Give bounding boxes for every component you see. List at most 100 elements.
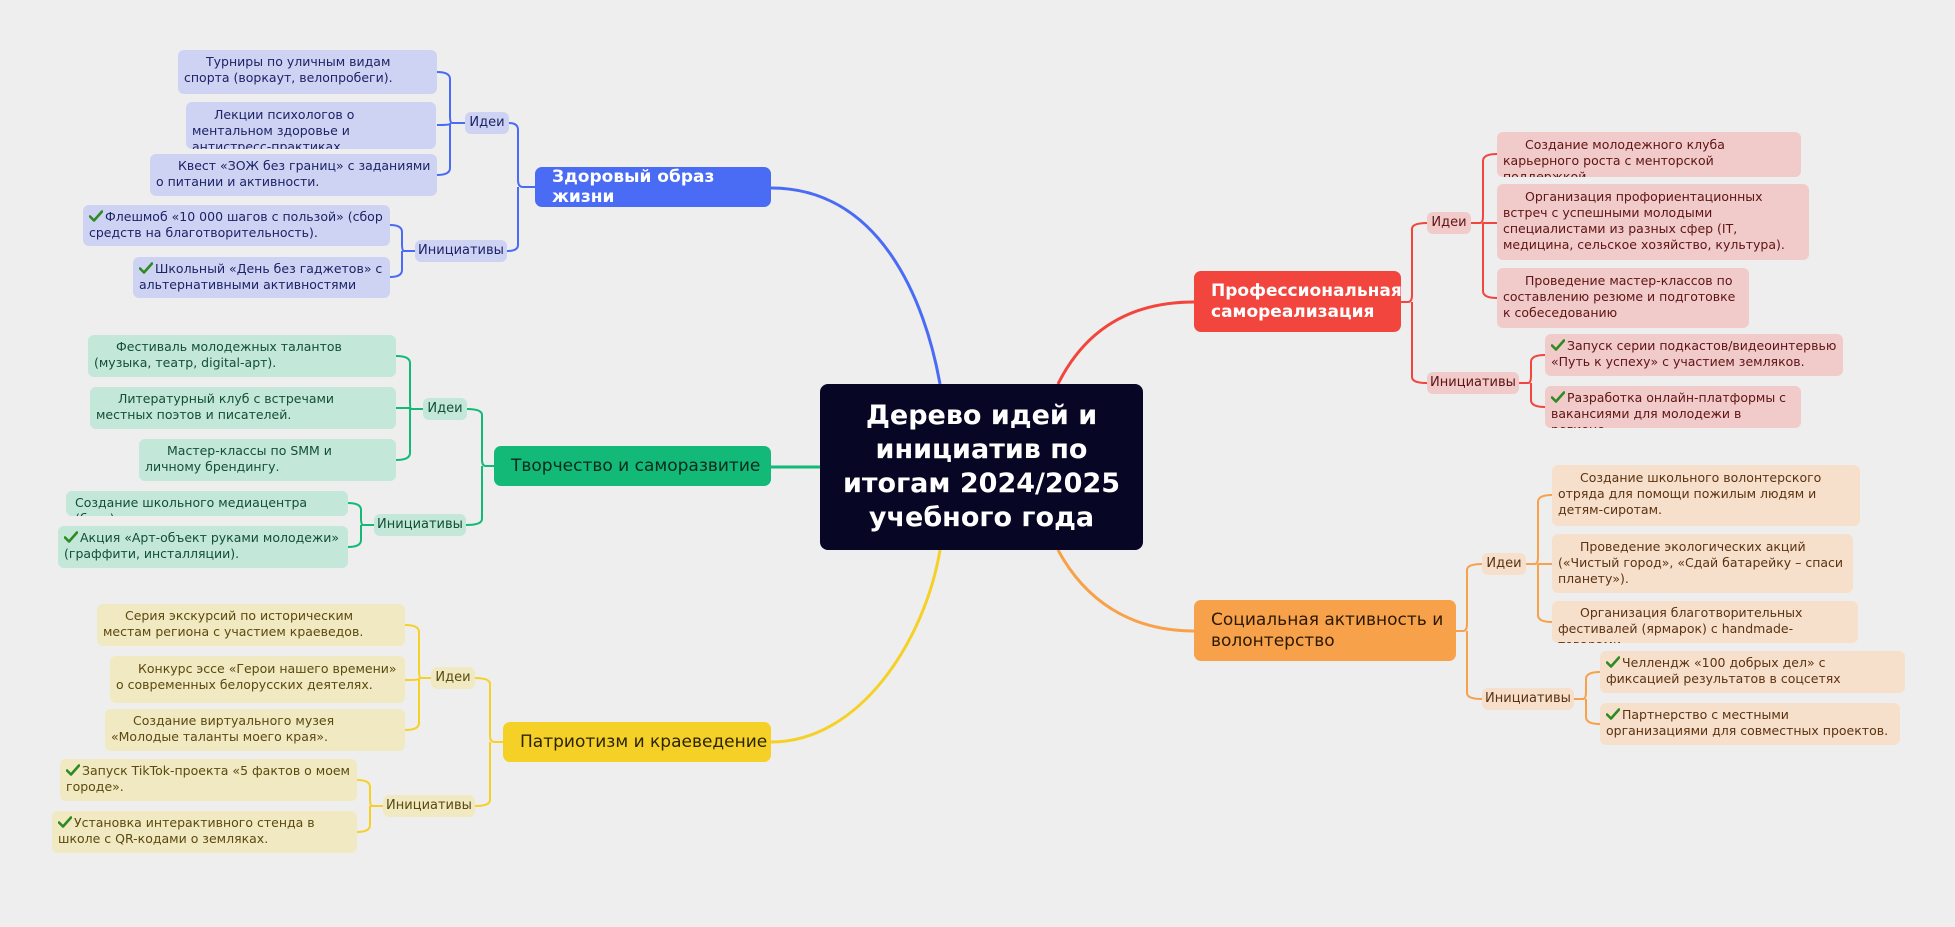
health-initiative-2-text: Школьный «День без гаджетов» с альтернат… xyxy=(139,261,383,292)
branch-creative[interactable]: Творчество и саморазвитие xyxy=(494,446,771,486)
check-icon xyxy=(58,816,72,828)
connector-line xyxy=(474,677,503,743)
health-idea-2-text: Лекции психологов о ментальном здоровье … xyxy=(192,107,355,149)
connector-line xyxy=(1056,549,1195,633)
check-icon xyxy=(139,262,153,274)
creative-initiative-2[interactable]: Акция «Арт-объект руками молодежи» (граф… xyxy=(58,526,348,568)
career-initiatives-chip[interactable]: Инициативы xyxy=(1427,372,1519,394)
branch-health-label: Здоровый образ жизни xyxy=(552,167,715,207)
connector-line xyxy=(356,779,383,807)
career-idea-1[interactable]: Создание молодежного клуба карьерного ро… xyxy=(1497,132,1801,177)
connector-line xyxy=(770,549,942,744)
creative-idea-2[interactable]: Литературный клуб с встречами местных по… xyxy=(90,387,396,429)
health-ideas-chip[interactable]: Идеи xyxy=(465,112,509,134)
check-icon xyxy=(66,764,80,776)
health-idea-2[interactable]: Лекции психологов о ментальном здоровье … xyxy=(186,102,436,149)
patriot-idea-3[interactable]: Создание виртуального музея «Молодые тал… xyxy=(105,709,405,751)
social-initiative-1-text: Челлендж «100 добрых дел» с фиксацией ре… xyxy=(1606,655,1841,686)
connector-line xyxy=(1526,494,1553,565)
social-initiative-2[interactable]: Партнерство с местными организациями для… xyxy=(1600,703,1900,745)
connector-line xyxy=(356,806,371,833)
health-ideas-label: Идеи xyxy=(469,115,505,130)
career-idea-1-text: Создание молодежного клуба карьерного ро… xyxy=(1503,137,1725,177)
social-initiatives-label: Инициативы xyxy=(1485,691,1571,706)
patriot-initiatives-chip[interactable]: Инициативы xyxy=(383,795,475,817)
connector-line xyxy=(1482,223,1498,299)
career-idea-3[interactable]: Проведение мастер-классов по составлению… xyxy=(1497,268,1749,328)
branch-health[interactable]: Здоровый образ жизни xyxy=(535,167,771,207)
patriot-ideas-label: Идеи xyxy=(435,670,471,685)
patriot-idea-2-text: Конкурс эссе «Герои нашего времени» о со… xyxy=(116,661,397,692)
patriot-initiative-1[interactable]: Запуск TikTok-проекта «5 фактов о моем г… xyxy=(60,759,357,801)
connector-line xyxy=(508,122,535,188)
connector-line xyxy=(1574,671,1601,700)
creative-idea-3[interactable]: Мастер-классы по SMM и личному брендингу… xyxy=(139,439,396,481)
career-initiatives-label: Инициативы xyxy=(1430,375,1516,390)
branch-social-label: Социальная активность и волонтерство xyxy=(1211,609,1444,651)
connector-line xyxy=(395,355,423,410)
patriot-initiative-2[interactable]: Установка интерактивного стенда в школе … xyxy=(52,811,357,853)
connector-line xyxy=(465,466,483,526)
patriot-idea-1[interactable]: Серия экскурсий по историческим местам р… xyxy=(97,604,405,646)
connector-line xyxy=(506,187,519,252)
branch-patriot[interactable]: Патриотизм и краеведение xyxy=(503,722,771,762)
connector-line xyxy=(1056,300,1195,385)
connector-line xyxy=(1466,631,1483,700)
health-idea-1[interactable]: Турниры по уличным видам спорта (воркаут… xyxy=(178,50,437,94)
career-initiative-2-text: Разработка онлайн-платформы с вакансиями… xyxy=(1551,390,1787,428)
creative-idea-3-text: Мастер-классы по SMM и личному брендингу… xyxy=(145,443,332,474)
branch-career[interactable]: Профессиональная самореализация xyxy=(1194,271,1402,332)
creative-initiative-1[interactable]: Создание школьного медиацентра (блог) xyxy=(66,491,348,516)
creative-idea-1[interactable]: Фестиваль молодежных талантов (музыка, т… xyxy=(88,335,396,377)
creative-initiatives-chip[interactable]: Инициативы xyxy=(374,514,466,536)
career-ideas-chip[interactable]: Идеи xyxy=(1427,212,1471,234)
connector-line xyxy=(1537,564,1553,623)
connector-line xyxy=(396,407,411,409)
patriot-ideas-chip[interactable]: Идеи xyxy=(431,667,475,689)
connector-line xyxy=(404,678,420,681)
creative-ideas-label: Идеи xyxy=(427,401,463,416)
connector-line xyxy=(389,224,415,252)
career-idea-3-text: Проведение мастер-классов по составлению… xyxy=(1503,273,1736,320)
career-initiative-1[interactable]: Запуск серии подкастов/видеоинтервью «Пу… xyxy=(1545,334,1843,376)
branch-patriot-label: Патриотизм и краеведение xyxy=(520,732,768,752)
connector-line xyxy=(1530,383,1546,408)
health-initiatives-chip[interactable]: Инициативы xyxy=(415,240,507,262)
health-initiative-1[interactable]: Флешмоб «10 000 шагов с пользой» (сбор с… xyxy=(83,205,390,246)
creative-initiatives-label: Инициативы xyxy=(377,517,463,532)
career-initiative-2[interactable]: Разработка онлайн-платформы с вакансиями… xyxy=(1545,386,1801,428)
patriot-initiatives-label: Инициативы xyxy=(386,798,472,813)
connector-line xyxy=(404,624,431,679)
connector-line xyxy=(436,123,451,176)
connector-line xyxy=(389,251,403,278)
connector-line xyxy=(347,502,374,526)
connector-line xyxy=(1401,222,1428,303)
social-ideas-chip[interactable]: Идеи xyxy=(1482,553,1526,575)
social-ideas-label: Идеи xyxy=(1486,556,1522,571)
branch-social[interactable]: Социальная активность и волонтерство xyxy=(1194,600,1456,661)
social-initiatives-chip[interactable]: Инициативы xyxy=(1482,688,1574,710)
social-initiative-1[interactable]: Челлендж «100 добрых дел» с фиксацией ре… xyxy=(1600,651,1905,693)
social-idea-3[interactable]: Организация благотворительных фестивалей… xyxy=(1552,601,1858,643)
career-idea-2[interactable]: Организация профориентационных встреч с … xyxy=(1497,184,1809,260)
check-icon xyxy=(1606,656,1620,668)
patriot-idea-2[interactable]: Конкурс эссе «Герои нашего времени» о со… xyxy=(110,656,405,703)
connector-line xyxy=(1411,302,1428,384)
career-idea-2-text: Организация профориентационных встреч с … xyxy=(1503,189,1785,252)
check-icon xyxy=(1606,708,1620,720)
social-idea-1[interactable]: Создание школьного волонтерского отряда … xyxy=(1552,465,1860,526)
health-initiatives-label: Инициативы xyxy=(418,243,504,258)
social-idea-1-text: Создание школьного волонтерского отряда … xyxy=(1558,470,1822,517)
patriot-initiative-1-text: Запуск TikTok-проекта «5 фактов о моем г… xyxy=(66,763,350,794)
health-idea-3[interactable]: Квест «ЗОЖ без границ» с заданиями о пит… xyxy=(150,154,437,196)
connector-line xyxy=(347,525,362,548)
root-title: Дерево идей и инициатив по итогам 2024/2… xyxy=(842,400,1121,533)
connector-line xyxy=(1471,153,1498,224)
check-icon xyxy=(64,531,78,543)
health-initiative-2[interactable]: Школьный «День без гаджетов» с альтернат… xyxy=(133,257,390,298)
social-idea-2-text: Проведение экологических акций («Чистый … xyxy=(1558,539,1844,586)
creative-ideas-chip[interactable]: Идеи xyxy=(423,398,467,420)
patriot-idea-3-text: Создание виртуального музея «Молодые тал… xyxy=(111,713,335,744)
social-idea-2[interactable]: Проведение экологических акций («Чистый … xyxy=(1552,534,1853,593)
